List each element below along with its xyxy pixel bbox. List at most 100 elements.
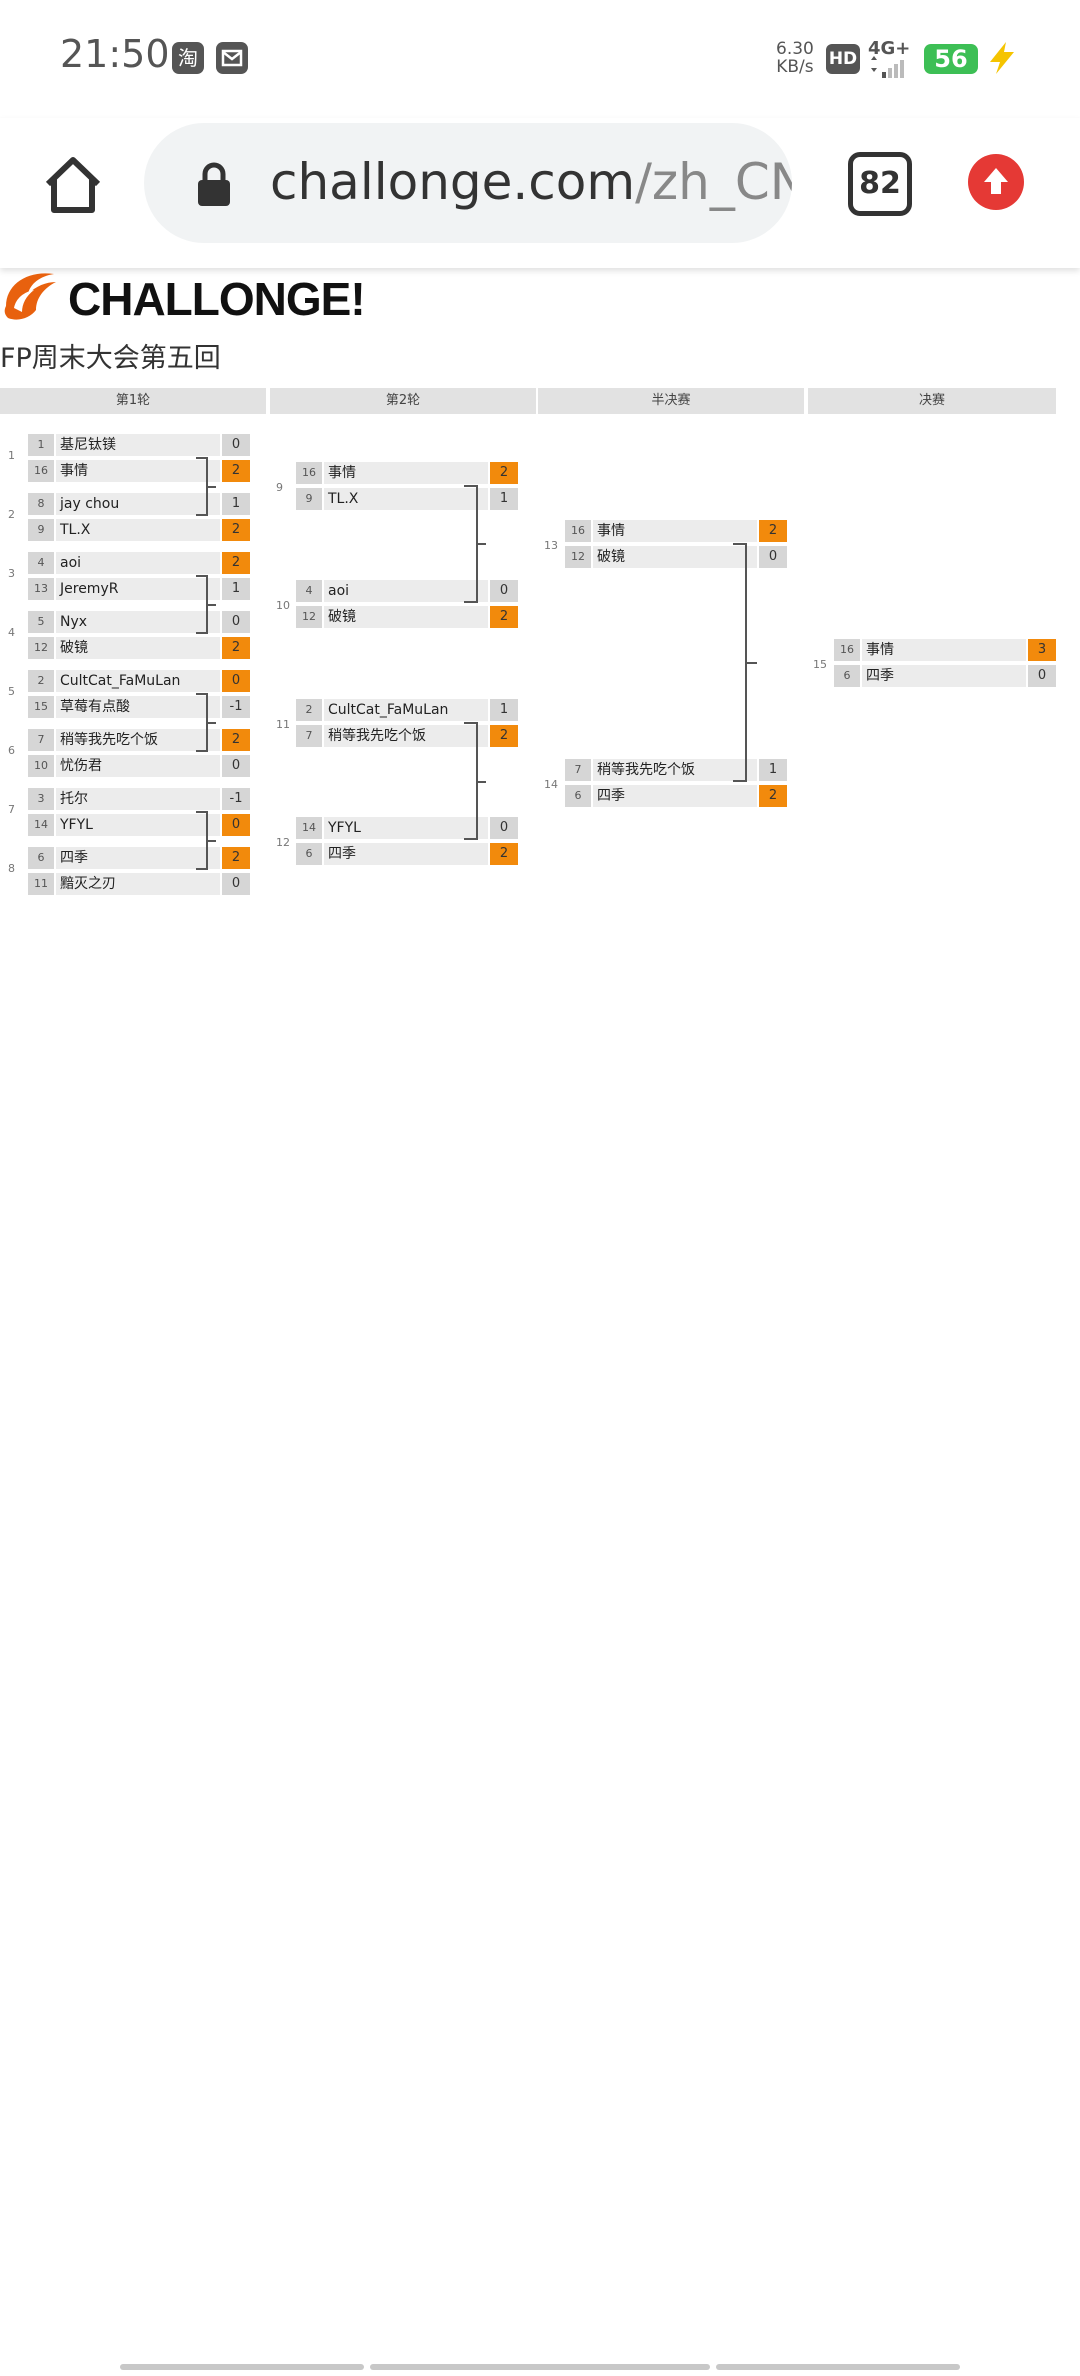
player-seed: 10 bbox=[28, 755, 54, 777]
home-icon[interactable] bbox=[40, 152, 106, 218]
player-score: 0 bbox=[490, 580, 518, 602]
player-name: 事情 bbox=[593, 520, 757, 542]
bracket-connector bbox=[196, 811, 208, 870]
address-bar[interactable]: challonge.com/zh_CN bbox=[144, 123, 792, 243]
player-seed: 9 bbox=[296, 488, 322, 510]
match-number: 5 bbox=[8, 685, 15, 698]
upload-button[interactable] bbox=[968, 154, 1024, 210]
player-score: 0 bbox=[490, 817, 518, 839]
player-score: 3 bbox=[1028, 639, 1056, 661]
tab-switcher-button[interactable]: 82 bbox=[848, 152, 912, 216]
match-number: 15 bbox=[813, 658, 827, 671]
player-score: 2 bbox=[222, 460, 250, 482]
match-number: 9 bbox=[276, 481, 283, 494]
player-score: 1 bbox=[759, 759, 787, 781]
url-text: challonge.com/zh_CN bbox=[270, 153, 792, 211]
player-score: -1 bbox=[222, 788, 250, 810]
player-score: 2 bbox=[222, 519, 250, 541]
player-name: 稍等我先吃个饭 bbox=[324, 725, 488, 747]
player-name: 四季 bbox=[324, 843, 488, 865]
player-score: 2 bbox=[222, 637, 250, 659]
charging-bolt-icon bbox=[990, 42, 1014, 74]
player-name: 四季 bbox=[56, 847, 220, 869]
player-score: 2 bbox=[490, 725, 518, 747]
page-title: FP周末大会第五回 bbox=[0, 343, 221, 374]
battery-icon: 56 bbox=[924, 44, 978, 74]
round-header-1: 第1轮 bbox=[0, 388, 266, 414]
mail-icon bbox=[216, 42, 248, 74]
player-name: 忧伤君 bbox=[56, 755, 220, 777]
player-seed: 3 bbox=[28, 788, 54, 810]
match-number: 14 bbox=[544, 778, 558, 791]
match-number: 13 bbox=[544, 539, 558, 552]
scrollbar-segment bbox=[120, 2364, 364, 2370]
player-seed: 16 bbox=[28, 460, 54, 482]
player-score: 2 bbox=[222, 847, 250, 869]
bracket-connector bbox=[464, 722, 478, 840]
player-score: 0 bbox=[222, 670, 250, 692]
player-score: 1 bbox=[490, 488, 518, 510]
match-number: 1 bbox=[8, 449, 15, 462]
match-number: 8 bbox=[8, 862, 15, 875]
player-seed: 7 bbox=[296, 725, 322, 747]
status-bar: 21:50 淘 6.30 KB/s HD 4G+ 56 bbox=[0, 0, 1080, 118]
player-score: 2 bbox=[222, 729, 250, 751]
player-score: 0 bbox=[222, 814, 250, 836]
player-score: 0 bbox=[222, 611, 250, 633]
player-name: 四季 bbox=[862, 665, 1026, 687]
match-number: 3 bbox=[8, 567, 15, 580]
player-name: 基尼钛镁 bbox=[56, 434, 220, 456]
player-seed: 7 bbox=[565, 759, 591, 781]
player-seed: 6 bbox=[565, 785, 591, 807]
player-seed: 14 bbox=[28, 814, 54, 836]
player-name: 稍等我先吃个饭 bbox=[593, 759, 757, 781]
match-number: 7 bbox=[8, 803, 15, 816]
player-score: 1 bbox=[222, 578, 250, 600]
